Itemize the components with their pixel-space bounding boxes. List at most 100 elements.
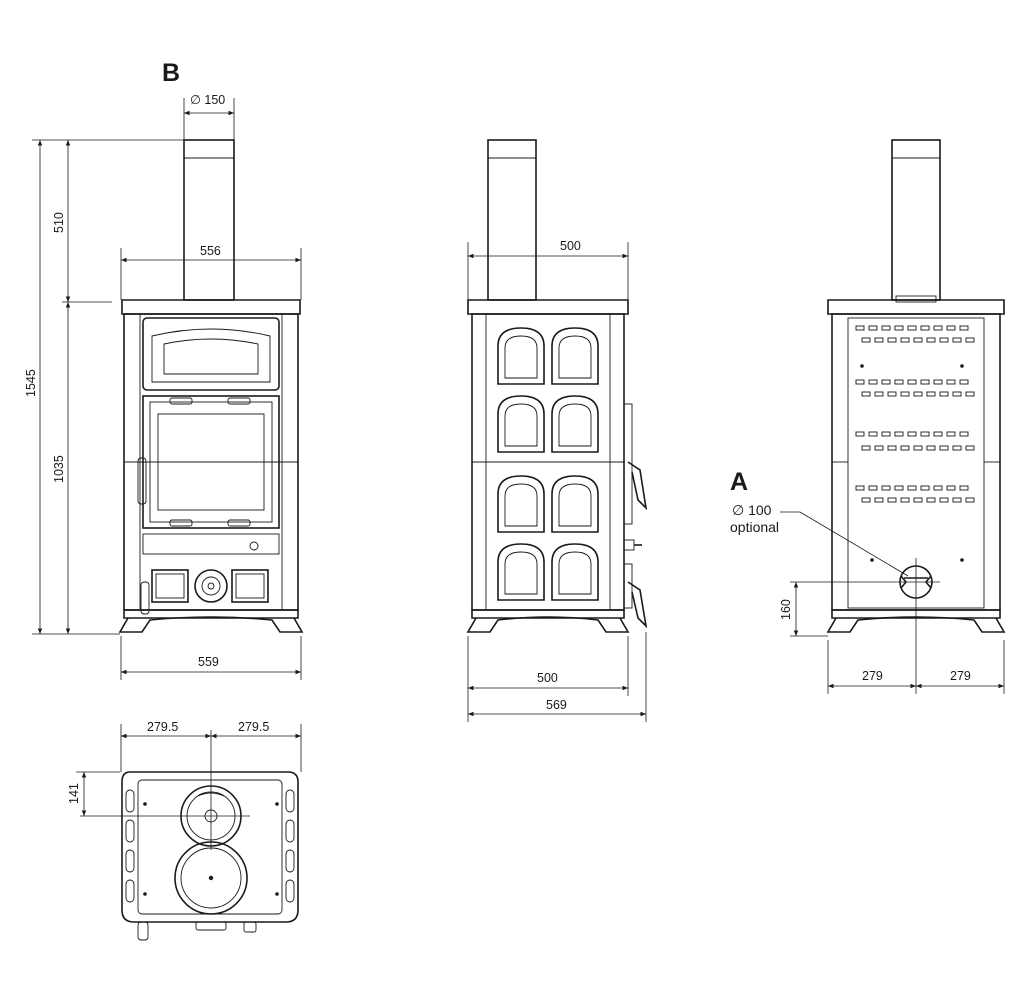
- vent-slot: [939, 497, 949, 503]
- vent-slot: [874, 497, 884, 503]
- side-tile-ribs: [125, 789, 295, 903]
- plan-flue-offset-label: 141: [67, 783, 81, 804]
- vent-slot: [959, 325, 969, 331]
- fire-door: [142, 395, 280, 529]
- vent-slot: [861, 337, 871, 343]
- vent-slot: [920, 325, 930, 331]
- vent-slot: [894, 431, 904, 437]
- vent-slot: [926, 391, 936, 397]
- vent-slot: [926, 337, 936, 343]
- vent-slot: [959, 379, 969, 385]
- vent-slot: [894, 325, 904, 331]
- vent-slot: [900, 391, 910, 397]
- vent-slot: [861, 445, 871, 451]
- vent-slot: [900, 337, 910, 343]
- plan-view: 279.5 279.5 141: [67, 720, 302, 941]
- rear-view: A ∅ 100 optional 160 279 279: [730, 139, 1006, 694]
- legs: [118, 616, 304, 633]
- vent-slot: [946, 325, 956, 331]
- vent-slot: [894, 379, 904, 385]
- vent-slot: [926, 445, 936, 451]
- vent-slots: [855, 325, 975, 503]
- vent-slot: [868, 485, 878, 491]
- vent-slot: [855, 325, 865, 331]
- vent-slot: [894, 485, 904, 491]
- vent-slot: [913, 497, 923, 503]
- vent-slot: [946, 379, 956, 385]
- vent-slot: [855, 379, 865, 385]
- vent-slot: [887, 445, 897, 451]
- vent-slot: [913, 337, 923, 343]
- vent-slot: [907, 325, 917, 331]
- vent-slot: [900, 445, 910, 451]
- vent-slot: [965, 497, 975, 503]
- vent-slot: [887, 391, 897, 397]
- vent-slot: [965, 391, 975, 397]
- optional-label: optional: [730, 519, 779, 535]
- vent-slot: [946, 485, 956, 491]
- arched-tiles: [497, 327, 599, 601]
- vent-slot: [868, 379, 878, 385]
- vent-slot: [881, 431, 891, 437]
- vent-slot: [874, 337, 884, 343]
- total-height-label: 1545: [24, 369, 38, 397]
- body-height-label: 1035: [52, 455, 66, 483]
- ash-panel-right: [231, 569, 269, 603]
- side-total-depth-label: 569: [546, 698, 567, 712]
- flue-pipe: [183, 139, 235, 301]
- vent-slot: [881, 325, 891, 331]
- rear-right-label: 279: [950, 669, 971, 683]
- vent-slot: [952, 391, 962, 397]
- vent-slot: [874, 391, 884, 397]
- pipe-height-label: 510: [52, 212, 66, 233]
- vent-slot: [855, 431, 865, 437]
- vent-slot: [861, 497, 871, 503]
- front-base-width-label: 559: [198, 655, 219, 669]
- vent-slot: [939, 337, 949, 343]
- vent-slot: [939, 445, 949, 451]
- ash-panel-left: [151, 569, 189, 603]
- air-diameter-label: ∅ 100: [732, 502, 772, 518]
- vent-slot: [861, 391, 871, 397]
- vent-slot: [900, 497, 910, 503]
- vent-slot: [868, 431, 878, 437]
- vent-slot: [952, 497, 962, 503]
- rear-left-label: 279: [862, 669, 883, 683]
- vent-slot: [881, 485, 891, 491]
- vent-slot: [874, 445, 884, 451]
- vent-slot: [939, 391, 949, 397]
- vent-slot: [965, 337, 975, 343]
- side-view: 500 500 569: [466, 139, 648, 722]
- vent-slot: [887, 497, 897, 503]
- vent-slot: [907, 379, 917, 385]
- vent-slot: [926, 497, 936, 503]
- vent-slot: [907, 431, 917, 437]
- vent-slot: [952, 445, 962, 451]
- vent-slot: [913, 445, 923, 451]
- side-top-depth-label: 500: [560, 239, 581, 253]
- vent-slot: [907, 485, 917, 491]
- vent-slot: [959, 431, 969, 437]
- vent-slot: [952, 337, 962, 343]
- air-inlet-label: A: [730, 468, 748, 496]
- vent-slot: [920, 379, 930, 385]
- oven-door: [142, 317, 280, 391]
- vent-slot: [965, 445, 975, 451]
- vent-slot: [881, 379, 891, 385]
- front-top-width-label: 556: [200, 244, 221, 258]
- vent-slot: [933, 485, 943, 491]
- vent-slot: [933, 325, 943, 331]
- air-control-knob: [194, 569, 228, 603]
- plan-right-label: 279.5: [238, 720, 269, 734]
- vent-slot: [855, 485, 865, 491]
- front-view: B ∅ 150 556 559 1545 510 1035: [24, 59, 304, 680]
- vent-slot: [920, 485, 930, 491]
- plan-left-label: 279.5: [147, 720, 178, 734]
- flue-outlet-label: B: [162, 59, 180, 87]
- rear-inlet-height-label: 160: [779, 599, 793, 620]
- vent-slot: [933, 431, 943, 437]
- flue-diameter-label: ∅ 150: [190, 93, 225, 107]
- vent-slot: [868, 325, 878, 331]
- side-base-depth-label: 500: [537, 671, 558, 685]
